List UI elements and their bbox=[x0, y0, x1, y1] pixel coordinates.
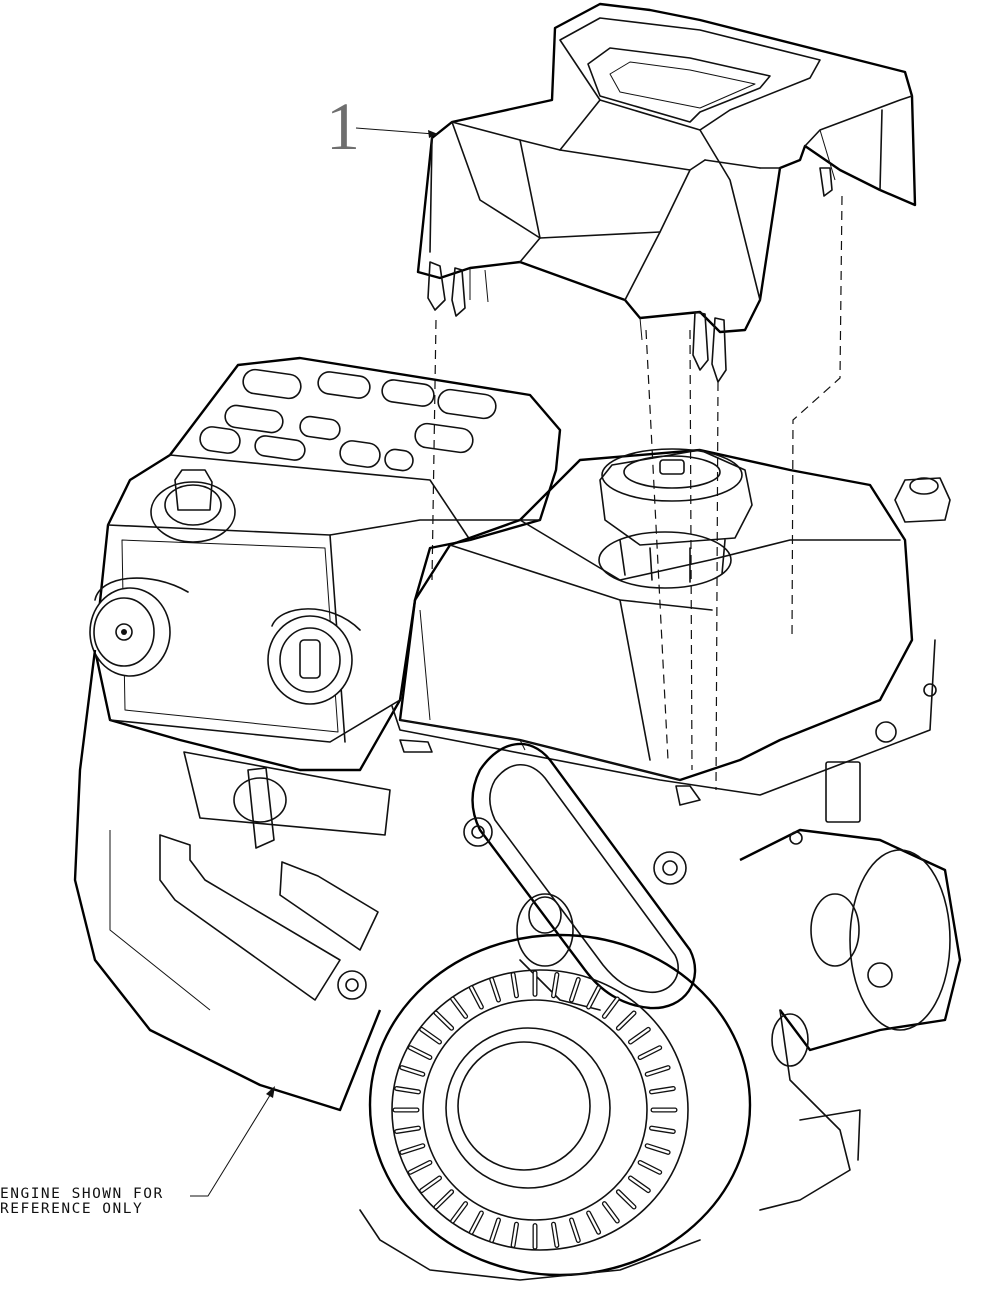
reference-note: ENGINE SHOWN FOR REFERENCE ONLY bbox=[0, 1187, 164, 1217]
vent-slot-inner bbox=[409, 1046, 432, 1059]
vent-slot-inner bbox=[587, 986, 600, 1009]
oil-fill-plug bbox=[894, 477, 951, 523]
engine-reference-body bbox=[73, 356, 962, 1281]
air-cleaner-vents bbox=[199, 368, 497, 472]
vent-slot-inner bbox=[570, 1218, 580, 1242]
vent-slot-inner bbox=[400, 1144, 424, 1154]
vent-slot-inner bbox=[552, 1222, 559, 1247]
fuel-shutoff-lever bbox=[183, 751, 391, 849]
vent-slot-inner bbox=[587, 1211, 600, 1234]
vent-slot-inner bbox=[511, 973, 518, 997]
vent-slot-inner bbox=[617, 1011, 636, 1030]
vent-slot-inner bbox=[646, 1066, 670, 1076]
vent-slot-inner bbox=[650, 1126, 675, 1133]
vent-slot-inner bbox=[470, 986, 483, 1009]
vent-slot-inner bbox=[451, 997, 467, 1018]
vent-slot-inner bbox=[650, 1087, 675, 1094]
vent-slot-inner bbox=[400, 1066, 424, 1076]
assembly-dash-lines bbox=[431, 195, 843, 791]
vent-slot-inner bbox=[395, 1087, 420, 1094]
vent-slot-inner bbox=[451, 1202, 467, 1223]
note-leader bbox=[190, 1086, 275, 1197]
vent-slot-inner bbox=[638, 1046, 661, 1059]
engine-cover-part bbox=[416, 2, 917, 383]
recoil-vent-slots bbox=[392, 970, 678, 1250]
vent-slot-inner bbox=[434, 1011, 453, 1030]
vent-slot-inner bbox=[638, 1161, 661, 1174]
vent-slot-inner bbox=[434, 1190, 453, 1209]
ignition-key-switch bbox=[267, 608, 361, 705]
callout-leader bbox=[355, 127, 438, 138]
vent-slot-inner bbox=[603, 997, 619, 1018]
vent-slot-inner bbox=[552, 973, 559, 997]
vent-slot-inner bbox=[490, 1218, 500, 1242]
vent-slot-inner bbox=[511, 1222, 518, 1247]
recoil-starter-housing bbox=[368, 933, 752, 1277]
vent-slot-inner bbox=[490, 978, 500, 1002]
vent-slot-inner bbox=[629, 1176, 650, 1192]
vent-slot-inner bbox=[570, 978, 580, 1002]
electric-starter bbox=[739, 828, 962, 1211]
vent-slot-inner bbox=[617, 1190, 636, 1209]
note-line-2: REFERENCE ONLY bbox=[0, 1201, 144, 1217]
vent-slot-inner bbox=[470, 1211, 483, 1234]
primer-button bbox=[89, 577, 189, 677]
vent-slot-inner bbox=[409, 1161, 432, 1174]
vent-slot-inner bbox=[603, 1202, 619, 1223]
choke-knob bbox=[150, 469, 236, 543]
vent-slot-inner bbox=[646, 1144, 670, 1154]
vent-slot-inner bbox=[420, 1028, 441, 1044]
vent-slot-inner bbox=[420, 1176, 441, 1192]
recoil-starter-handle bbox=[471, 742, 697, 1011]
note-line-1: ENGINE SHOWN FOR bbox=[0, 1186, 164, 1202]
vent-slot-inner bbox=[395, 1126, 420, 1133]
fuel-cap bbox=[598, 448, 753, 589]
vent-slot-inner bbox=[629, 1028, 650, 1044]
part-callout-number: 1 bbox=[326, 88, 360, 164]
